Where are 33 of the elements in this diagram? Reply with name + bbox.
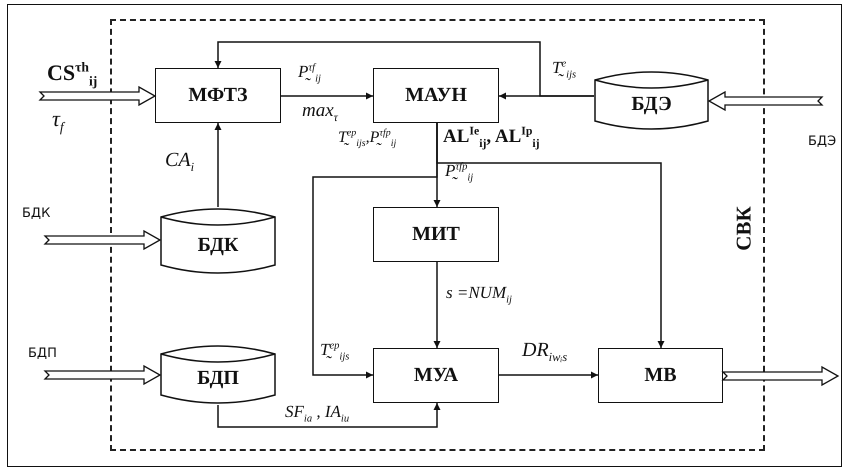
boundary-label: СВК [732,206,757,251]
arrow [214,123,222,207]
arrow [217,403,440,428]
input-arrow [708,90,824,112]
input-label: БДП [28,346,57,362]
process-box [373,207,499,262]
node-label: МАУН [405,84,467,107]
edge-label: DR$_{iwᵢs}$ [522,338,568,362]
input-arrow [43,364,162,386]
arrow [499,372,598,378]
node-label: МВ [644,364,677,387]
process-box [155,68,281,123]
input-arrow [43,230,162,250]
signal-label: τ$_{f}$ [52,106,64,132]
arrow [434,262,440,348]
system-boundary [110,19,765,451]
arrow [214,41,594,97]
process-box [598,348,723,403]
arrow [436,123,664,348]
signal-label: max$_{τ}$ [302,100,338,123]
edge-label: SF$_{ia}$ , IA$_{iu}$ [285,402,350,422]
node-label: МУА [414,364,458,387]
input-arrow [38,86,156,106]
node-label: МИТ [412,223,460,246]
input-label: БДЭ [808,134,836,150]
edge-label: s =NUM$_{ij}$ [446,283,512,304]
process-box [373,68,499,123]
node-label: МФТЗ [188,84,248,107]
process-box [373,348,499,403]
input-label: БДК [22,206,50,222]
edge-label: CA$_{i}$ [165,148,194,172]
input-arrow [721,366,840,386]
arrow [281,92,373,100]
